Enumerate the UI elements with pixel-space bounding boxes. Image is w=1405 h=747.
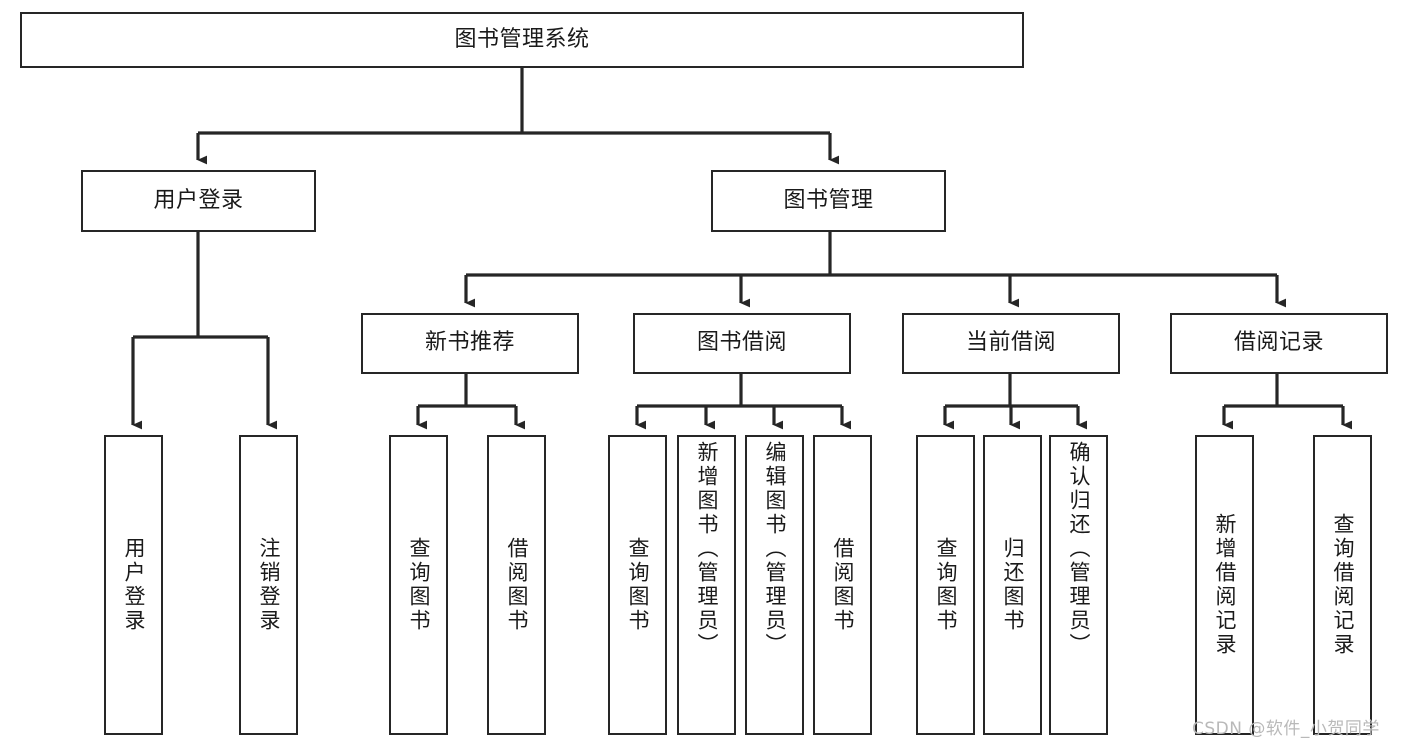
node-root-book-management-system[interactable]: 图书管理系统 <box>20 12 1024 68</box>
node-leaf-query-book-current[interactable]: 查询图书 <box>916 435 975 735</box>
node-label: 查询图书 <box>934 537 958 633</box>
node-label: 图书借阅 <box>696 330 787 356</box>
node-label: 新书推荐 <box>424 330 515 356</box>
node-label: 查询图书 <box>626 537 650 633</box>
node-label: 新增图书（管理员） <box>695 441 719 657</box>
node-leaf-add-borrow-record[interactable]: 新增借阅记录 <box>1195 435 1254 735</box>
node-new-book-recommend[interactable]: 新书推荐 <box>361 313 579 374</box>
node-leaf-add-book[interactable]: 新增图书（管理员） <box>677 435 736 735</box>
node-leaf-user-logout[interactable]: 注销登录 <box>239 435 298 735</box>
node-label: 借阅记录 <box>1233 330 1324 356</box>
node-label: 用户登录 <box>122 537 146 633</box>
node-label: 借阅图书 <box>831 537 855 633</box>
node-book-management[interactable]: 图书管理 <box>711 170 946 232</box>
node-book-borrow[interactable]: 图书借阅 <box>633 313 851 374</box>
node-label: 图书管理系统 <box>454 26 590 52</box>
node-label: 新增借阅记录 <box>1213 513 1237 657</box>
node-leaf-confirm-return[interactable]: 确认归还（管理员） <box>1049 435 1108 735</box>
node-leaf-borrow-book[interactable]: 借阅图书 <box>813 435 872 735</box>
node-leaf-query-book-recommend[interactable]: 查询图书 <box>389 435 448 735</box>
node-label: 用户登录 <box>153 187 244 213</box>
node-leaf-query-book-borrow[interactable]: 查询图书 <box>608 435 667 735</box>
node-leaf-return-book[interactable]: 归还图书 <box>983 435 1042 735</box>
node-label: 查询借阅记录 <box>1331 513 1355 657</box>
node-label: 当前借阅 <box>965 330 1056 356</box>
node-label: 归还图书 <box>1001 537 1025 633</box>
node-leaf-query-borrow-record[interactable]: 查询借阅记录 <box>1313 435 1372 735</box>
node-leaf-user-login[interactable]: 用户登录 <box>104 435 163 735</box>
node-label: 编辑图书（管理员） <box>763 441 787 657</box>
node-current-borrow[interactable]: 当前借阅 <box>902 313 1120 374</box>
node-leaf-edit-book[interactable]: 编辑图书（管理员） <box>745 435 804 735</box>
node-label: 借阅图书 <box>505 537 529 633</box>
node-user-login[interactable]: 用户登录 <box>81 170 316 232</box>
node-label: 确认归还（管理员） <box>1067 441 1091 657</box>
node-label: 图书管理 <box>783 187 874 213</box>
node-leaf-borrow-book-recommend[interactable]: 借阅图书 <box>487 435 546 735</box>
node-label: 注销登录 <box>257 537 281 633</box>
node-label: 查询图书 <box>407 537 431 633</box>
node-borrow-record[interactable]: 借阅记录 <box>1170 313 1388 374</box>
